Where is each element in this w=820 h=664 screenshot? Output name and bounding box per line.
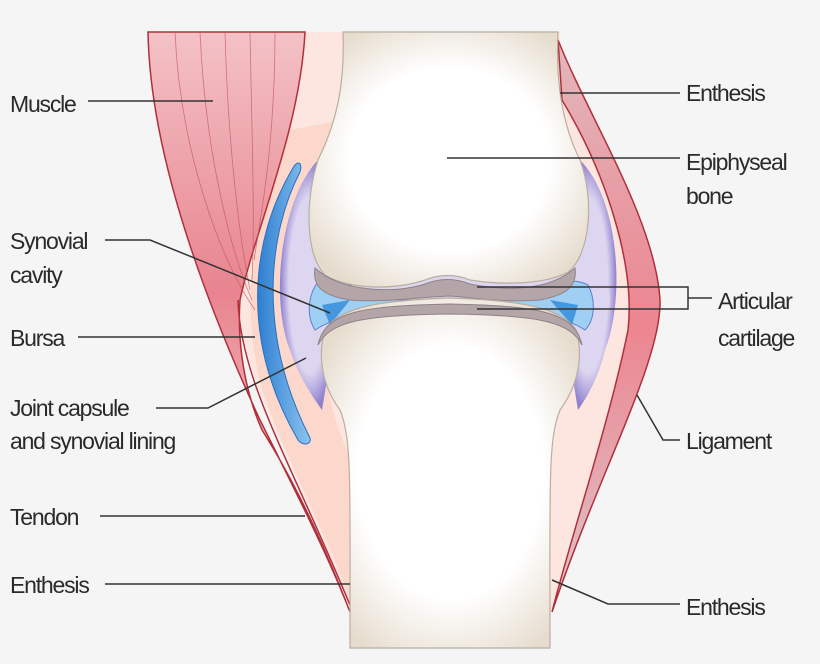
muscle-shape xyxy=(147,31,351,613)
upper-bone xyxy=(308,31,590,288)
bursa-shape xyxy=(257,162,311,445)
leader-joint-capsule xyxy=(156,357,307,409)
label-bursa: Bursa xyxy=(10,325,65,351)
leader-ligament xyxy=(636,394,680,441)
lower-bone xyxy=(320,297,580,649)
label-enthesis-top-right: Enthesis xyxy=(686,80,766,106)
label-articular-cartilage-1: Articular xyxy=(718,288,793,314)
label-epiphyseal-bone-2: bone xyxy=(686,183,734,209)
label-joint-capsule-2: and synovial lining xyxy=(10,428,176,454)
label-tendon: Tendon xyxy=(10,504,79,530)
synovial-fluid xyxy=(322,300,578,325)
label-epiphyseal-bone-1: Epiphyseal xyxy=(686,149,788,175)
label-enthesis-bottom-right: Enthesis xyxy=(686,594,766,620)
lower-cartilage xyxy=(317,303,583,346)
label-ligament: Ligament xyxy=(686,428,772,454)
tendon-line xyxy=(237,299,351,606)
label-synovial-cavity-2: cavity xyxy=(10,262,63,288)
label-articular-cartilage-2: cartilage xyxy=(718,325,795,351)
leader-enthesis-bottom-right xyxy=(551,579,680,605)
label-synovial-cavity-1: Synovial xyxy=(10,228,89,254)
label-joint-capsule-1: Joint capsule xyxy=(10,395,130,421)
label-muscle: Muscle xyxy=(10,91,77,117)
leader-articular-cartilage xyxy=(477,286,712,310)
leader-lines xyxy=(78,92,712,605)
label-enthesis-left: Enthesis xyxy=(10,572,90,598)
ligament-shape xyxy=(551,39,661,613)
leader-synovial-cavity xyxy=(105,239,331,314)
